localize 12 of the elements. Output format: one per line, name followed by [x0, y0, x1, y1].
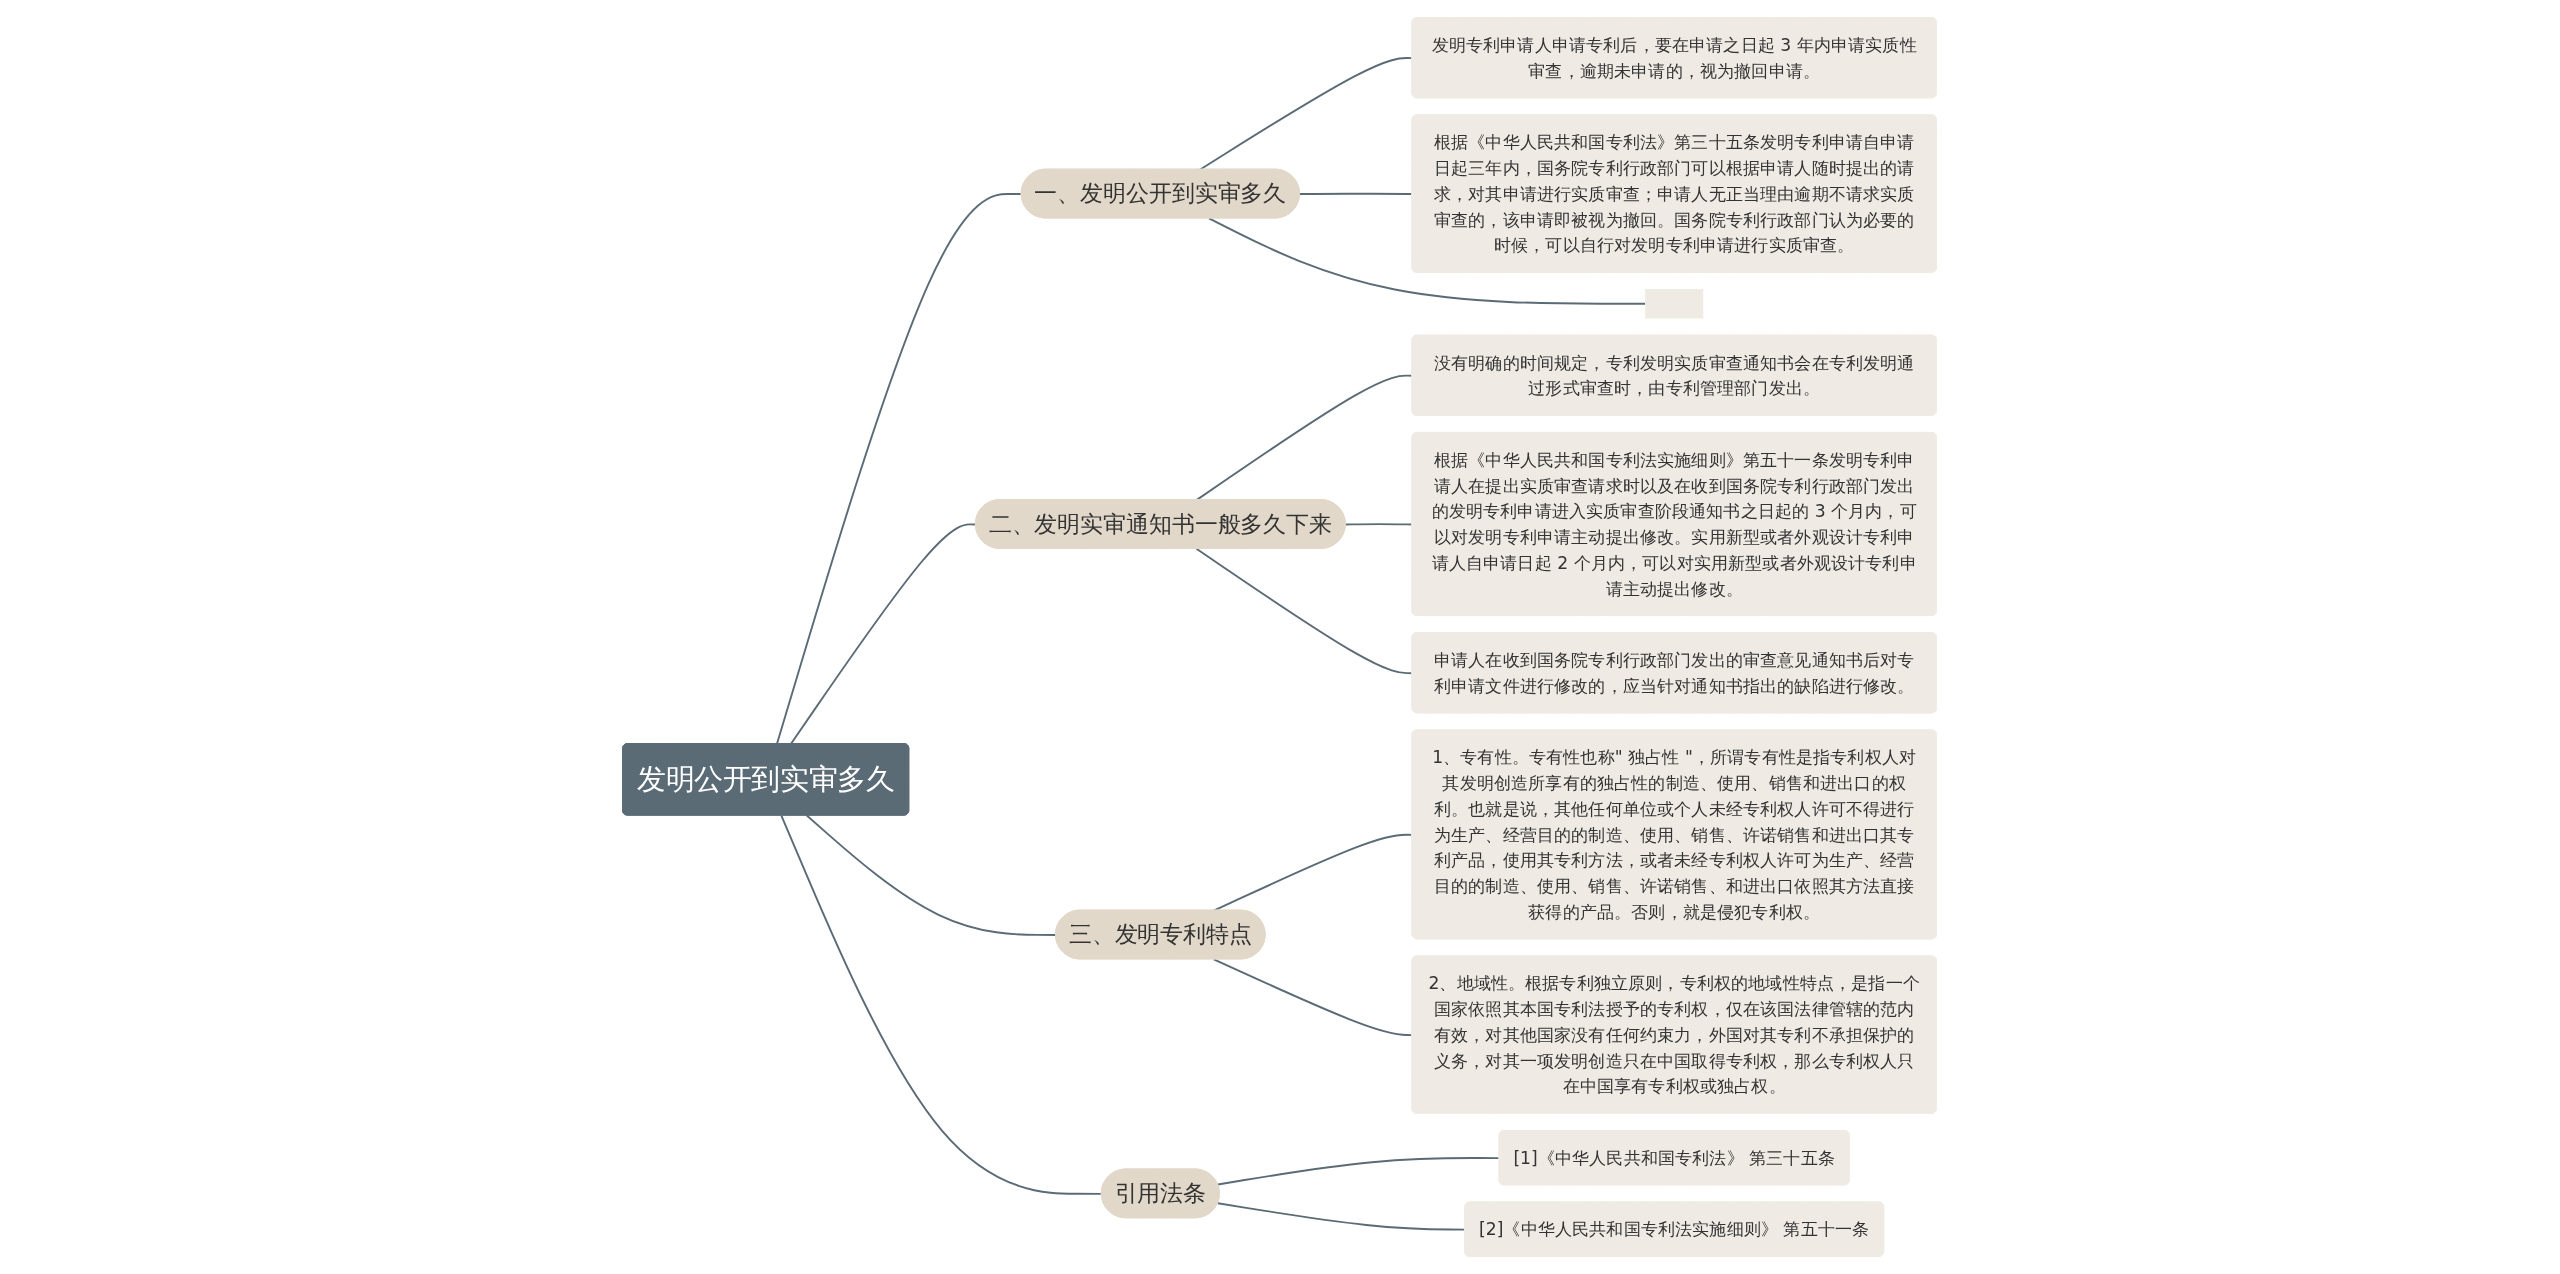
connector [1199, 57, 1414, 171]
connector [1217, 1157, 1501, 1186]
node-box [1645, 288, 1704, 319]
connector [1196, 547, 1414, 675]
connector [806, 814, 1058, 936]
connector [1299, 192, 1414, 195]
connector [1213, 833, 1414, 912]
connector [1345, 523, 1414, 526]
connector [790, 523, 978, 745]
connector [1208, 217, 1647, 305]
connector [1213, 958, 1414, 1037]
connector [1217, 1202, 1467, 1231]
